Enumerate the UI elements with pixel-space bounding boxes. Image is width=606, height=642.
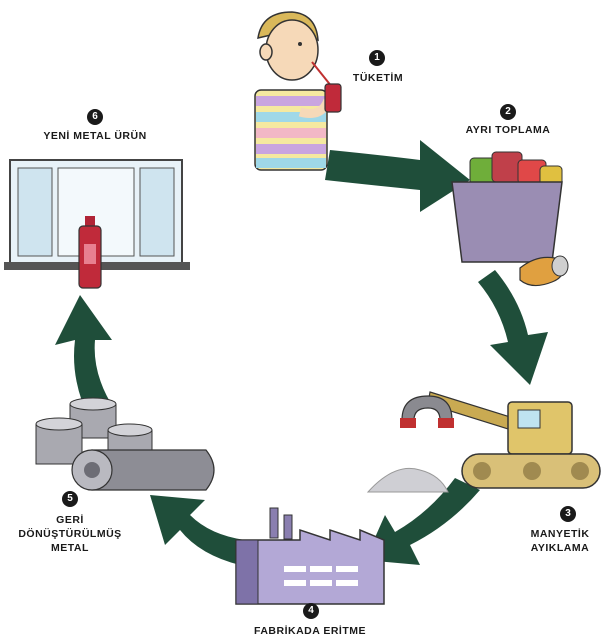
step-5-label-line2: DÖNÜŞTÜRÜLMÜŞ bbox=[10, 528, 130, 541]
step-6-label: YENİ METAL ÜRÜN bbox=[30, 130, 160, 143]
step-2-number: 2 bbox=[500, 104, 516, 120]
window-bottle-icon bbox=[4, 160, 190, 288]
step-5-label-line1: GERİ bbox=[10, 514, 130, 527]
step-5-label-line3: METAL bbox=[10, 542, 130, 555]
magnet-crane-icon bbox=[368, 392, 600, 492]
step-4-label: FABRİKADA ERİTME bbox=[235, 625, 385, 638]
step-3-label-line2: AYIKLAMA bbox=[520, 542, 600, 555]
arrow-1-to-2 bbox=[325, 140, 470, 212]
step-5-number: 5 bbox=[62, 491, 78, 507]
step-3-number: 3 bbox=[560, 506, 576, 522]
person-drinking-icon bbox=[255, 12, 341, 170]
factory-icon bbox=[236, 508, 384, 604]
arrow-2-to-3 bbox=[478, 270, 548, 385]
step-6-number: 6 bbox=[87, 109, 103, 125]
step-2-label: AYRI TOPLAMA bbox=[455, 124, 561, 137]
step-1-label: TÜKETİM bbox=[350, 72, 406, 85]
step-4-number: 4 bbox=[303, 603, 319, 619]
step-1-number: 1 bbox=[369, 50, 385, 66]
metal-rolls-icon bbox=[36, 398, 214, 490]
arrow-4-to-5 bbox=[150, 495, 245, 565]
step-3-label-line1: MANYETİK bbox=[520, 528, 600, 541]
recycle-bin-icon bbox=[452, 152, 568, 286]
